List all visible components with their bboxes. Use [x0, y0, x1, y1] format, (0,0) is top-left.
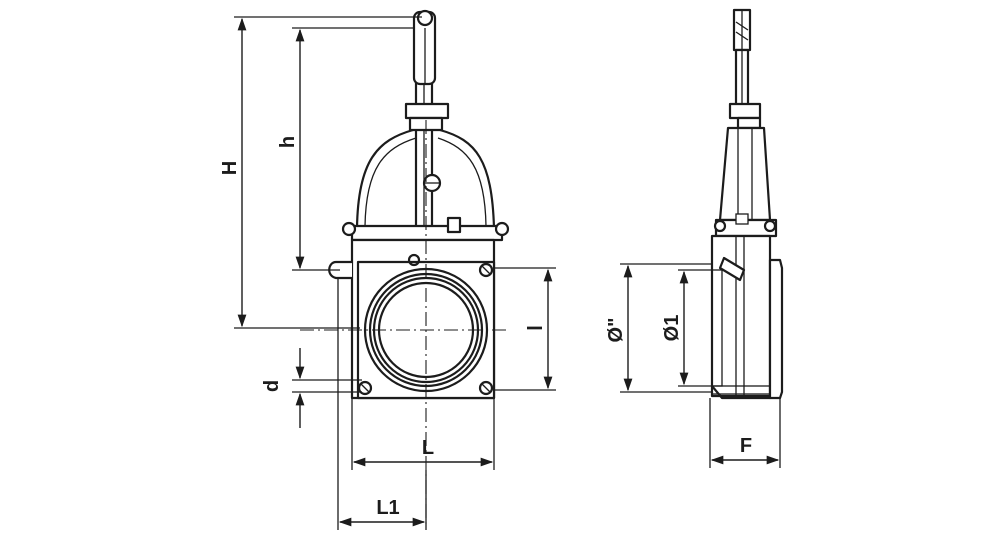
label-L1: L1 — [376, 497, 399, 519]
side-outlet-flange — [768, 258, 784, 400]
label-h: h — [277, 136, 299, 148]
label-l: l — [525, 325, 547, 331]
label-H: H — [219, 161, 241, 175]
front-view — [300, 9, 510, 528]
label-od: Ø" — [605, 317, 627, 342]
label-L: L — [422, 437, 434, 459]
side-body — [710, 234, 772, 398]
label-d: d — [261, 380, 283, 392]
flange-bolt-holes — [357, 253, 494, 396]
bonnet-flange — [350, 224, 504, 242]
side-view — [710, 8, 784, 400]
label-F: F — [740, 435, 752, 457]
side-dimensions: Ø" Ø1 F — [605, 263, 781, 468]
label-o1: Ø1 — [661, 315, 683, 342]
front-dimensions: H h d l L L1 — [219, 16, 556, 530]
